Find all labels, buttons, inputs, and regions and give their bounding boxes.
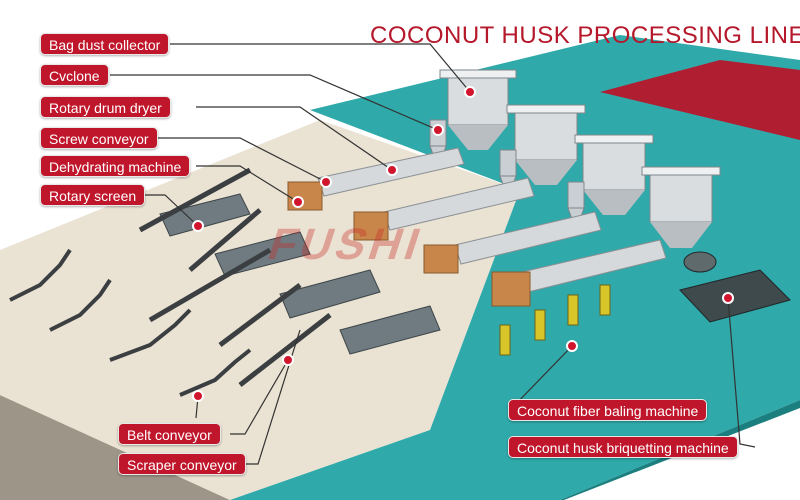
marker-dehydrating-machine [292, 196, 304, 208]
rotary-screen-3 [279, 269, 381, 319]
scraper-conveyors [9, 248, 252, 397]
marker-baling-machine [566, 340, 578, 352]
rotary-drum-dryer-2 [353, 177, 535, 241]
watermark-logo: FUSHI [262, 220, 431, 269]
label-coconut-fiber-baling-machine: Coconut fiber baling machine [508, 399, 708, 421]
marker-cyclone [432, 124, 444, 136]
label-bag-dust-collector: Bag dust collector [40, 33, 170, 55]
hotspot-markers [192, 86, 734, 402]
inclined-belt-conveyors [138, 167, 332, 387]
rotary-screen-1 [159, 193, 251, 237]
label-rotary-drum-dryer: Rotary drum dryer [40, 96, 171, 118]
marker-rotary-screen [192, 220, 204, 232]
diagram-title: COCONUT HUSK PROCESSING LINE [370, 22, 800, 49]
label-coconut-husk-briquetting-machine: Coconut husk briquetting machine [508, 436, 738, 458]
bag-dust-collector-2 [506, 104, 586, 185]
marker-briquetting-machine [722, 292, 734, 304]
label-rotary-screen: Rotary screen [40, 184, 146, 206]
marker-bag-dust-collector [464, 86, 476, 98]
rotary-drum-dryer-4 [491, 239, 667, 307]
bag-dust-collector-1 [439, 69, 517, 150]
label-scraper-conveyor: Scraper conveyor [118, 453, 246, 475]
red-corner-area [600, 60, 800, 140]
leader-lines [110, 43, 756, 465]
marker-rotary-drum-dryer [386, 164, 398, 176]
bag-dust-collector-4 [641, 166, 721, 248]
marker-belt-conveyor [192, 390, 204, 402]
bag-dust-collector-3 [574, 134, 654, 215]
label-screw-conveyor: Screw conveyor [40, 127, 158, 149]
label-cyclone: Cvclone [40, 64, 109, 86]
label-dehydrating-machine: Dehydrating machine [40, 155, 191, 177]
coconut-husk-briquetting-machine [679, 251, 791, 323]
teal-floor [230, 35, 800, 500]
marker-scraper-conveyor [282, 354, 294, 366]
rotary-screen-4 [339, 305, 441, 355]
coconut-fiber-baling-machines [499, 284, 611, 356]
label-belt-conveyor: Belt conveyor [118, 423, 221, 445]
marker-screw-conveyor [320, 176, 332, 188]
rotary-drum-dryer-3 [423, 211, 602, 274]
